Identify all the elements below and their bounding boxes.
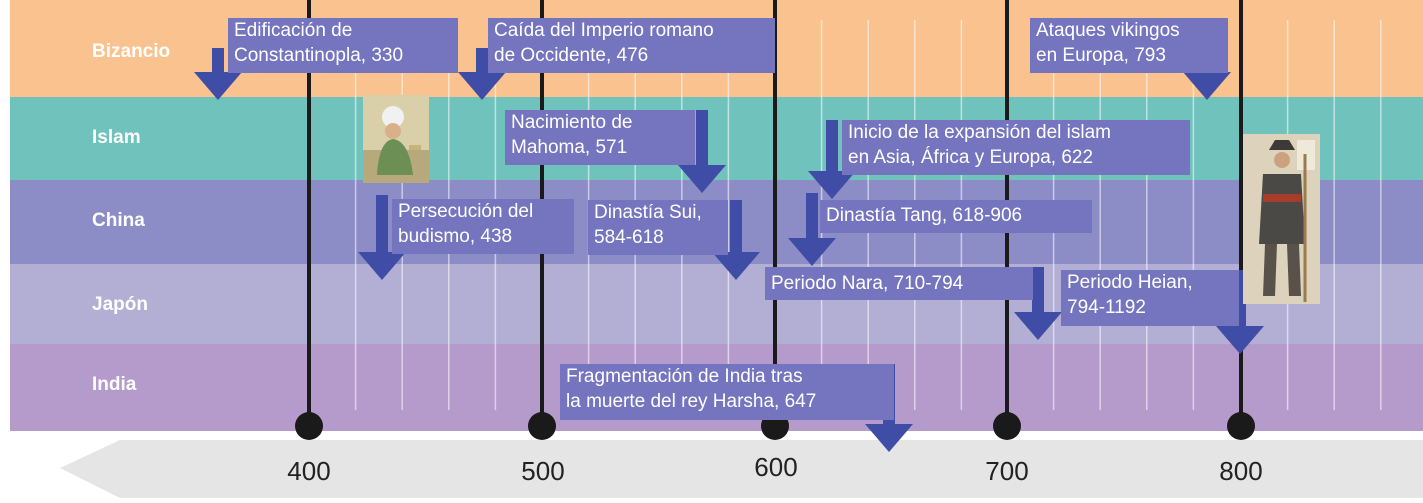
- arrow-shaft: [212, 48, 224, 74]
- event-line: la muerte del rey Harsha, 647: [566, 391, 817, 412]
- arrow-head: [678, 165, 726, 193]
- arrow-shaft: [696, 110, 708, 167]
- arrow-head: [808, 171, 856, 199]
- event-line: Caída del Imperio romano: [494, 20, 714, 41]
- sultan-portrait-image: [363, 95, 429, 183]
- event-line: en Europa, 793: [1036, 45, 1166, 66]
- event-persecucion-budismo: Persecución del budismo, 438: [392, 199, 574, 254]
- arrow-nacimiento-mahoma: [678, 110, 726, 193]
- event-periodo-heian: Periodo Heian, 794-1192: [1061, 270, 1239, 326]
- arrow-dinastia-tang: [788, 193, 836, 266]
- event-line: Ataques vikingos: [1036, 20, 1180, 41]
- axis-tick-600: 600: [754, 452, 798, 482]
- event-line: Dinastía Tang, 618-906: [826, 205, 1023, 226]
- arrow-shaft: [806, 193, 818, 240]
- event-line: 584-618: [594, 227, 664, 248]
- event-constantinopla: Edificación de Constantinopla, 330: [228, 18, 458, 73]
- arrow-head: [1216, 326, 1264, 354]
- event-line: Periodo Heian,: [1067, 272, 1193, 293]
- event-dinastia-sui: Dinastía Sui, 584-618: [588, 200, 728, 255]
- event-periodo-nara: Periodo Nara, 710-794: [765, 267, 1033, 300]
- event-line: Constantinopla, 330: [234, 45, 404, 66]
- century-dot: [993, 412, 1021, 440]
- axis-tick-500: 500: [521, 456, 565, 486]
- arrow-persecucion-budismo: [358, 195, 406, 280]
- event-caida-imperio-romano: Caída del Imperio romano de Occidente, 4…: [488, 18, 775, 73]
- event-dinastia-tang: Dinastía Tang, 618-906: [820, 200, 1092, 233]
- century-dot: [1227, 412, 1255, 440]
- arrow-head: [1183, 72, 1231, 100]
- arrow-expansion-islam: [808, 120, 856, 199]
- arrow-shaft: [1032, 267, 1044, 314]
- arrow-shaft: [376, 195, 388, 254]
- row-label-china: China: [92, 210, 145, 231]
- row-label-bizancio: Bizancio: [92, 41, 171, 62]
- century-dot: [528, 412, 556, 440]
- samurai-print-image: [1243, 134, 1320, 304]
- event-fragmentacion-india: Fragmentación de India tras la muerte de…: [560, 364, 894, 420]
- event-line: Periodo Nara, 710-794: [771, 273, 964, 294]
- event-line: Mahoma, 571: [511, 137, 628, 158]
- event-ataques-vikingos: Ataques vikingos en Europa, 793: [1030, 18, 1228, 73]
- event-line: en Asia, África y Europa, 622: [848, 147, 1094, 168]
- arrow-head: [1014, 312, 1062, 340]
- axis-tick-700: 700: [985, 456, 1029, 486]
- arrow-head: [788, 238, 836, 266]
- arrow-shaft: [476, 48, 488, 74]
- arrow-head: [712, 252, 760, 280]
- row-label-islam: Islam: [92, 127, 141, 148]
- event-nacimiento-mahoma: Nacimiento de Mahoma, 571: [505, 110, 695, 165]
- event-line: Edificación de: [234, 20, 353, 41]
- event-line: Persecución del: [398, 201, 534, 222]
- axis-tick-400: 400: [287, 456, 331, 486]
- row-label-japon: Japón: [92, 294, 148, 315]
- time-axis-arrow: [60, 440, 1423, 498]
- arrow-constantinopla: [194, 48, 242, 100]
- event-line: de Occidente, 476: [494, 45, 649, 66]
- arrow-periodo-nara: [1014, 267, 1062, 340]
- event-line: 794-1192: [1067, 297, 1146, 318]
- event-line: Inicio de la expansión del islam: [848, 122, 1111, 143]
- arrow-shaft: [826, 120, 838, 173]
- event-line: Dinastía Sui,: [594, 202, 702, 223]
- event-line: budismo, 438: [398, 226, 513, 247]
- arrow-dinastia-sui: [712, 200, 760, 280]
- arrow-head: [194, 72, 242, 100]
- event-expansion-islam: Inicio de la expansión del islam en Asia…: [842, 120, 1190, 175]
- event-line: Fragmentación de India tras: [566, 366, 803, 387]
- arrow-head: [865, 424, 913, 452]
- row-label-india: India: [92, 374, 137, 395]
- arrow-head: [358, 252, 406, 280]
- event-line: Nacimiento de: [511, 112, 633, 133]
- arrow-shaft: [730, 200, 742, 254]
- arrow-caida-imperio-romano: [458, 48, 506, 100]
- axis-tick-800: 800: [1219, 456, 1263, 486]
- century-dot: [295, 412, 323, 440]
- arrow-head: [458, 72, 506, 100]
